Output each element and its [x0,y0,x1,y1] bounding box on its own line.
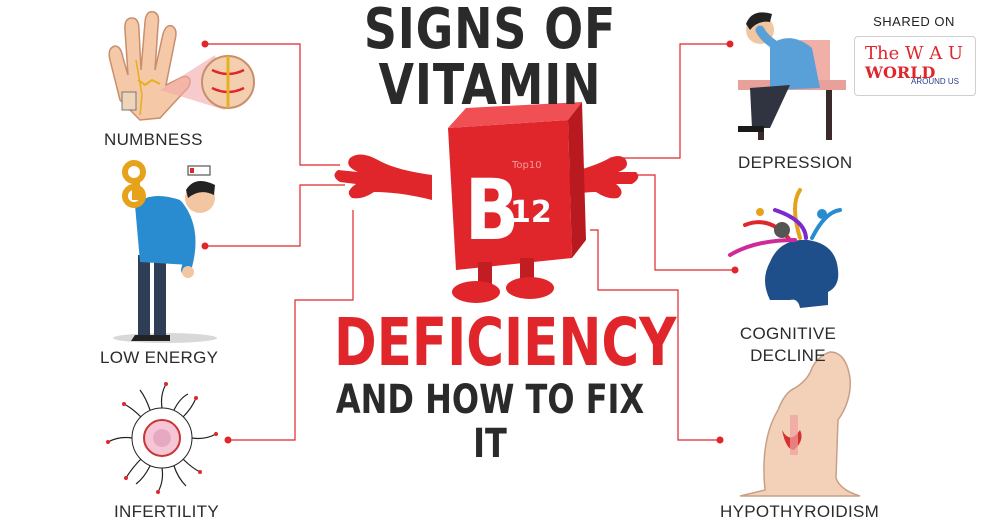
wau-logo-line1: The W A U [865,43,964,64]
wau-logo-line3: AROUND US [911,77,960,86]
title-line-1: SIGNS OF [363,0,617,62]
depressed-person-illustration [738,12,846,140]
connector-infertility [228,210,354,441]
b12-mascot [334,102,639,303]
title-how-to-fix: AND HOW TO FIX IT [335,377,645,467]
hand-illustration [108,10,255,121]
label-depression: DEPRESSION [738,153,853,172]
label-cognitive: COGNITIVE [739,324,837,343]
label-infertility: INFERTILITY [114,502,220,521]
mascot-number: 12 [510,195,552,230]
tired-person-illustration [113,160,217,343]
connector-depression [610,43,730,159]
wau-logo-line2: WORLD [865,63,936,82]
connector-numbness [205,43,340,166]
label-low-energy: LOW ENERGY [100,348,219,367]
shared-on-badge[interactable]: SHARED ON The W A U WORLD AROUND US [852,14,976,96]
title-line-2: VITAMIN [378,53,602,118]
connector-low-energy [205,184,345,247]
sperm-cell-illustration [106,382,218,494]
mascot-small-logo: Top10 [512,160,542,171]
title-deficiency: DEFICIENCY [334,304,677,381]
connector-hypothyroidism [590,229,720,441]
neck-illustration [739,351,861,497]
mascot-letter: B [464,161,520,259]
badge-header: SHARED ON [873,14,955,29]
label-hypothyroidism: HYPOTHYROIDISM [720,502,880,521]
cognitive-head-illustration [728,188,842,308]
wau-logo: The W A U WORLD AROUND US [854,36,976,96]
label-numbness: NUMBNESS [104,130,203,149]
label-decline: DECLINE [750,346,826,365]
